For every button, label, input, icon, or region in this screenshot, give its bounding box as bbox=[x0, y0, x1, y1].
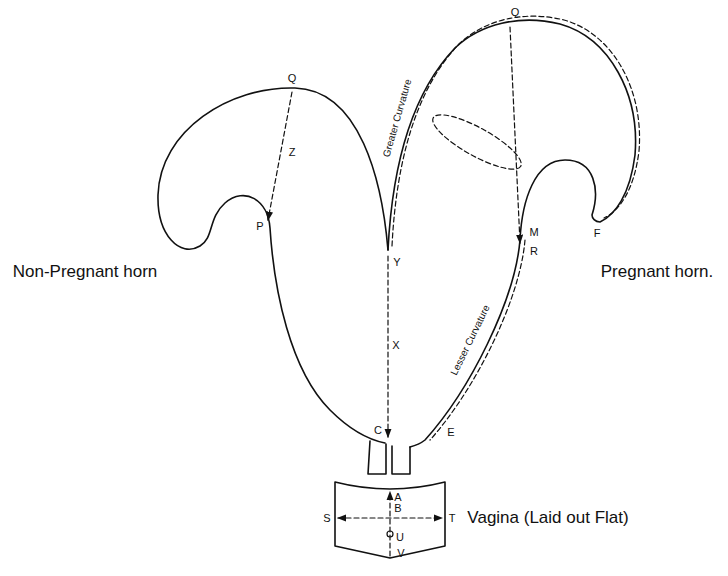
point-letter: Q bbox=[288, 72, 297, 84]
pregnant-horn-outline bbox=[388, 20, 636, 447]
curvature-label: Greater Curvature bbox=[381, 78, 414, 159]
point-letter: A bbox=[394, 491, 401, 503]
point-letter: U bbox=[396, 531, 404, 543]
point-u bbox=[387, 531, 393, 537]
cervix-left bbox=[368, 441, 386, 474]
measure-s-t bbox=[338, 517, 442, 518]
point-letter: R bbox=[530, 245, 538, 257]
point-letter: V bbox=[397, 547, 404, 559]
point-letter: S bbox=[323, 512, 330, 524]
part-name: Pregnant horn. bbox=[601, 263, 713, 282]
point-letter: M bbox=[529, 226, 538, 238]
point-letter: B bbox=[394, 502, 401, 514]
cross-section-dashed bbox=[426, 106, 527, 179]
vagina-outline bbox=[335, 482, 445, 558]
part-name: Non-Pregnant horn bbox=[13, 263, 158, 282]
lesser-curvature-dashed bbox=[430, 240, 525, 440]
point-letter: Z bbox=[289, 146, 296, 158]
cervix-right bbox=[392, 446, 410, 474]
part-name: Vagina (Laid out Flat) bbox=[467, 509, 628, 528]
point-letter: F bbox=[594, 227, 601, 239]
non-pregnant-horn-outline bbox=[158, 88, 388, 443]
measure-z bbox=[268, 92, 292, 220]
point-letter: Y bbox=[393, 256, 400, 268]
point-letter: E bbox=[447, 426, 454, 438]
point-letter: T bbox=[449, 512, 456, 524]
point-letter: X bbox=[392, 339, 399, 351]
point-letter: Q bbox=[511, 6, 520, 18]
greater-curvature-dashed bbox=[392, 16, 640, 246]
measure-q-r bbox=[510, 27, 520, 243]
point-letter: C bbox=[374, 424, 382, 436]
measure-a-v bbox=[389, 492, 390, 556]
measure-x bbox=[387, 256, 388, 437]
point-letter: P bbox=[256, 220, 263, 232]
curvature-label: Lesser Curvature bbox=[448, 303, 492, 377]
